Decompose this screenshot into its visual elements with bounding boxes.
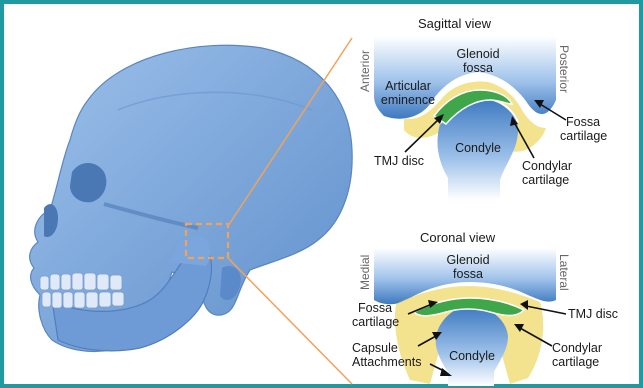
sagittal-condylar-cart-label-2: cartilage [522, 173, 569, 187]
sagittal-glenoid-label-2: fossa [463, 61, 493, 75]
sagittal-fossa-cart-label: Fossa [566, 115, 600, 129]
capsule-label-2: Attachments [352, 355, 421, 369]
coronal-condylar-cart-label-2: cartilage [552, 355, 599, 369]
label-medial: Medial [358, 255, 372, 290]
sagittal-fossa-cart-label-2: cartilage [560, 129, 607, 143]
coronal-glenoid-label-2: fossa [453, 267, 483, 281]
label-posterior: Posterior [557, 45, 571, 93]
articular-eminence-label: Articular [385, 79, 431, 93]
sagittal-view: Sagittal view Anterior Posterior Glenoid… [358, 16, 607, 200]
label-lateral: Lateral [557, 254, 571, 291]
capsule-label: Capsule [352, 341, 398, 355]
callout-line-lower [228, 258, 352, 384]
sagittal-tmj-disc-label: TMJ disc [374, 154, 424, 168]
sagittal-title: Sagittal view [418, 16, 492, 31]
skull-illustration [30, 45, 353, 351]
coronal-fossa-cart-label-2: cartilage [352, 315, 399, 329]
sagittal-glenoid-label: Glenoid [456, 47, 499, 61]
coronal-tmj-disc-label: TMJ disc [568, 307, 618, 321]
sagittal-condyle-label: Condyle [455, 141, 501, 155]
sagittal-condylar-cart-label: Condylar [522, 159, 572, 173]
coronal-view: Coronal view Medial Lateral Glenoid foss… [352, 230, 618, 386]
coronal-glenoid-label: Glenoid [446, 253, 489, 267]
articular-eminence-label-2: eminence [381, 93, 435, 107]
coronal-condyle-label: Condyle [449, 349, 495, 363]
coronal-fossa-cart-label: Fossa [358, 301, 392, 315]
coronal-condylar-cart-label: Condylar [552, 341, 602, 355]
coronal-title: Coronal view [420, 230, 496, 245]
label-anterior: Anterior [358, 50, 372, 92]
